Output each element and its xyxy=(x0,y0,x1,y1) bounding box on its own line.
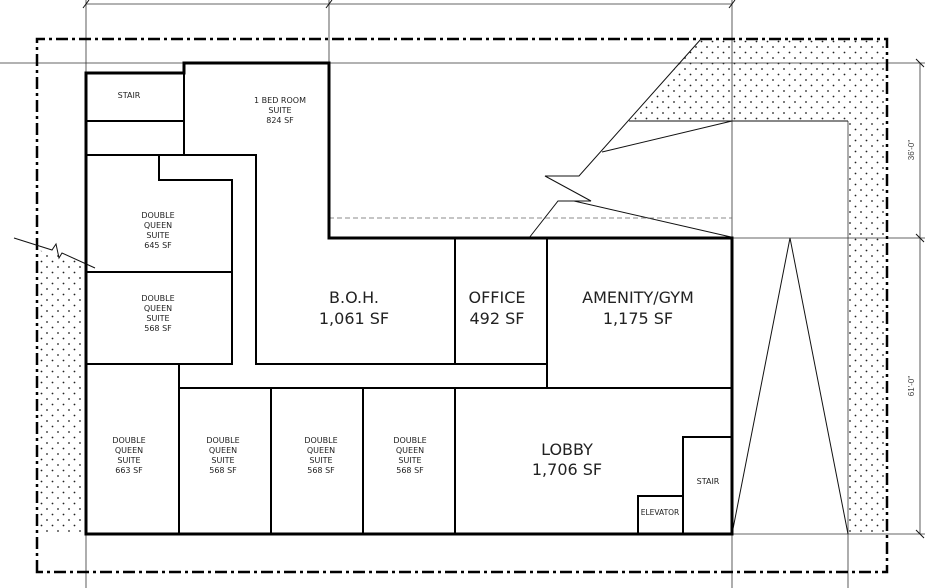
svg-text:492 SF: 492 SF xyxy=(470,309,525,328)
svg-text:568 SF: 568 SF xyxy=(144,324,172,333)
property-line xyxy=(35,37,889,574)
svg-text:568 SF: 568 SF xyxy=(307,466,335,475)
svg-text:DOUBLE: DOUBLE xyxy=(393,436,426,445)
svg-text:1 BED ROOM: 1 BED ROOM xyxy=(254,96,306,105)
right-dimension-line: 36'-0" 61'-0" xyxy=(907,58,925,539)
canopy-lines xyxy=(329,38,848,239)
svg-text:DOUBLE: DOUBLE xyxy=(112,436,145,445)
svg-text:SUITE: SUITE xyxy=(211,456,234,465)
svg-text:ELEVATOR: ELEVATOR xyxy=(641,508,680,517)
svg-text:1,706 SF: 1,706 SF xyxy=(532,460,602,479)
room-boh: B.O.H. 1,061 SF xyxy=(319,288,389,328)
room-office: OFFICE 492 SF xyxy=(469,288,526,328)
room-double-queen-663: DOUBLE QUEEN SUITE 663 SF xyxy=(112,436,145,475)
svg-text:1,061 SF: 1,061 SF xyxy=(319,309,389,328)
svg-text:SUITE: SUITE xyxy=(117,456,140,465)
room-stair-nw: STAIR xyxy=(118,91,141,100)
top-dimension-line xyxy=(82,0,736,9)
svg-text:645 SF: 645 SF xyxy=(144,241,172,250)
room-double-queen-645: DOUBLE QUEEN SUITE 645 SF xyxy=(141,211,174,250)
svg-text:B.O.H.: B.O.H. xyxy=(329,288,379,307)
svg-text:SUITE: SUITE xyxy=(309,456,332,465)
dimension-36ft: 36'-0" xyxy=(907,140,916,161)
svg-text:DOUBLE: DOUBLE xyxy=(206,436,239,445)
svg-text:663 SF: 663 SF xyxy=(115,466,143,475)
svg-text:DOUBLE: DOUBLE xyxy=(141,294,174,303)
room-stair-se: STAIR xyxy=(697,477,720,486)
room-double-queen-568-c: DOUBLE QUEEN SUITE 568 SF xyxy=(304,436,337,475)
svg-text:QUEEN: QUEEN xyxy=(144,304,172,313)
room-one-bedroom-suite: 1 BED ROOM SUITE 824 SF xyxy=(254,96,306,125)
svg-text:OFFICE: OFFICE xyxy=(469,288,526,307)
svg-text:QUEEN: QUEEN xyxy=(396,446,424,455)
svg-text:SUITE: SUITE xyxy=(146,314,169,323)
svg-text:STAIR: STAIR xyxy=(697,477,720,486)
svg-text:AMENITY/GYM: AMENITY/GYM xyxy=(582,288,694,307)
interior-walls xyxy=(86,73,732,534)
ramp-triangle xyxy=(731,237,849,535)
building-outline xyxy=(84,61,734,536)
svg-text:SUITE: SUITE xyxy=(146,231,169,240)
svg-text:SUITE: SUITE xyxy=(268,106,291,115)
svg-text:SUITE: SUITE xyxy=(398,456,421,465)
break-line xyxy=(13,237,96,269)
landscape-area-east xyxy=(629,39,887,534)
room-double-queen-568-a: DOUBLE QUEEN SUITE 568 SF xyxy=(141,294,174,333)
svg-text:568 SF: 568 SF xyxy=(209,466,237,475)
svg-text:1,175 SF: 1,175 SF xyxy=(603,309,673,328)
svg-text:DOUBLE: DOUBLE xyxy=(304,436,337,445)
svg-text:568 SF: 568 SF xyxy=(396,466,424,475)
room-amenity-gym: AMENITY/GYM 1,175 SF xyxy=(582,288,694,328)
svg-text:QUEEN: QUEEN xyxy=(144,221,172,230)
svg-text:QUEEN: QUEEN xyxy=(115,446,143,455)
svg-text:824 SF: 824 SF xyxy=(266,116,294,125)
svg-text:STAIR: STAIR xyxy=(118,91,141,100)
room-elevator: ELEVATOR xyxy=(641,508,680,517)
room-double-queen-568-b: DOUBLE QUEEN SUITE 568 SF xyxy=(206,436,239,475)
svg-text:QUEEN: QUEEN xyxy=(209,446,237,455)
dimension-61ft: 61'-0" xyxy=(907,376,916,397)
svg-text:LOBBY: LOBBY xyxy=(541,440,593,459)
svg-text:QUEEN: QUEEN xyxy=(307,446,335,455)
landscape-area-west xyxy=(38,250,86,534)
room-double-queen-568-d: DOUBLE QUEEN SUITE 568 SF xyxy=(393,436,426,475)
svg-text:DOUBLE: DOUBLE xyxy=(141,211,174,220)
room-lobby: LOBBY 1,706 SF xyxy=(532,440,602,479)
